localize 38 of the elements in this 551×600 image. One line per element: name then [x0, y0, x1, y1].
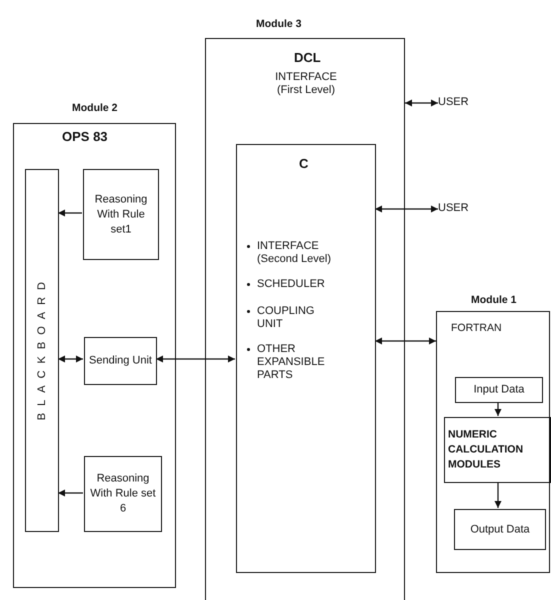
box-text: FORTRAN — [451, 322, 502, 335]
arrow — [375, 206, 438, 212]
arrow — [58, 356, 83, 362]
process-box — [444, 417, 551, 483]
arrow — [58, 490, 83, 496]
box-heading: OPS 83 — [62, 130, 108, 143]
component-box — [236, 144, 376, 573]
module-heading: Module 3 — [256, 18, 302, 31]
box-text: INTERFACE (First Level) — [274, 71, 338, 97]
box-label: Sending Unit — [88, 354, 153, 368]
user-label: USER — [438, 96, 469, 109]
arrow — [494, 482, 502, 508]
bar-label: BLACKBOARD — [36, 275, 49, 420]
process-box — [455, 377, 543, 403]
module-heading: Module 1 — [471, 294, 517, 307]
arrow — [494, 402, 502, 416]
box-label: Input Data — [472, 382, 526, 398]
arrow — [156, 356, 235, 362]
arrow — [405, 100, 438, 106]
box-label: Reasoning With Rule set 6 — [89, 472, 157, 516]
blackboard-bar — [25, 169, 59, 532]
list-item: INTERFACE (Second Level) — [247, 240, 362, 266]
process-box — [84, 456, 162, 532]
process-box — [454, 509, 546, 550]
box-label: Output Data — [469, 522, 531, 537]
box-label: Reasoning With Rule set1 — [94, 192, 148, 237]
process-box — [83, 169, 159, 260]
list-item: COUPLING UNIT — [247, 305, 337, 331]
box-label: NUMERIC CALCULATION MODULES — [448, 428, 524, 472]
process-box — [84, 337, 157, 385]
arrow — [58, 210, 82, 216]
arrow — [375, 338, 436, 344]
box-heading: C — [299, 157, 308, 170]
module-heading: Module 2 — [72, 102, 118, 115]
list-item: SCHEDULER — [247, 278, 325, 291]
user-label: USER — [438, 202, 469, 215]
box-heading: DCL — [294, 51, 321, 64]
list-item: OTHER EXPANSIBLE PARTS — [247, 343, 357, 382]
